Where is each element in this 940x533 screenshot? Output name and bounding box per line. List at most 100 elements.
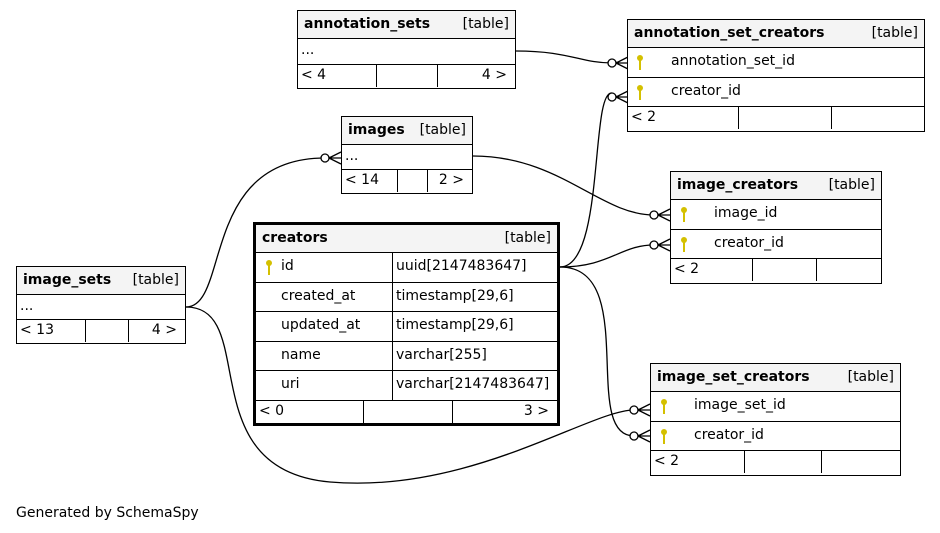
column-name: creator_id: [714, 234, 784, 251]
edge-annotation-creator: [559, 92, 613, 268]
table-footer: < 2: [671, 259, 881, 281]
table-row: ...: [298, 39, 515, 65]
edge-image-set-creator: [559, 266, 635, 437]
table-image-set-creators[interactable]: image_set_creators [table] image_set_id …: [650, 363, 901, 476]
column-type: uuid[2147483647]: [396, 258, 527, 274]
table-name: annotation_set_creators: [634, 25, 825, 41]
table-tag: [table]: [462, 16, 509, 32]
column-name: image_set_id: [694, 397, 786, 413]
column-name: id: [281, 258, 294, 274]
table-row: updated_at timestamp[29,6]: [256, 312, 557, 342]
table-footer: < 4 4 >: [298, 65, 515, 87]
table-header: annotation_sets [table]: [298, 11, 515, 39]
table-row: ...: [17, 295, 185, 320]
key-icon: [637, 84, 643, 100]
table-row: uri varchar[2147483647]: [256, 371, 557, 401]
crows-foot-optional-icon: [607, 92, 617, 102]
key-icon: [681, 236, 687, 252]
footer-parents: < 2: [674, 261, 700, 277]
table-footer: < 14 2 >: [342, 170, 472, 192]
collapsed-columns: ...: [301, 42, 315, 58]
table-tag: [table]: [871, 25, 918, 41]
table-tag: [table]: [419, 122, 466, 138]
table-row: created_at timestamp[29,6]: [256, 282, 557, 312]
key-icon: [266, 260, 272, 275]
table-footer: < 13 4 >: [17, 320, 185, 342]
column-name: annotation_set_id: [671, 53, 795, 69]
table-name: image_set_creators: [657, 369, 810, 385]
crows-foot-optional-icon: [649, 240, 659, 250]
table-creators[interactable]: creators [table] id uuid[2147483647] cre…: [253, 222, 560, 426]
footer-parents: < 2: [654, 453, 680, 469]
table-row: creator_id: [651, 422, 900, 451]
column-name: updated_at: [281, 317, 361, 333]
column-type: varchar[2147483647]: [396, 376, 550, 392]
key-icon: [661, 428, 667, 444]
key-icon: [661, 399, 667, 414]
table-images[interactable]: images [table] ... < 14 2 >: [341, 116, 473, 194]
crows-foot-optional-icon: [320, 153, 330, 163]
collapsed-columns: ...: [345, 148, 359, 164]
table-footer: < 0 3 >: [256, 400, 557, 423]
table-header: image_creators [table]: [671, 172, 881, 200]
footer-parents: < 2: [631, 109, 657, 125]
table-row: ...: [342, 145, 472, 170]
table-row: id uuid[2147483647]: [256, 253, 557, 283]
table-header: creators [table]: [256, 225, 557, 253]
table-footer: < 2: [628, 107, 924, 129]
footer-children: 4 >: [481, 67, 507, 83]
table-header: images [table]: [342, 117, 472, 145]
collapsed-columns: ...: [20, 298, 34, 314]
table-row: name varchar[255]: [256, 341, 557, 371]
key-icon: [681, 207, 687, 222]
edge-images-image-creators: [472, 155, 655, 216]
column-type: timestamp[29,6]: [396, 287, 514, 304]
column-name: name: [281, 346, 321, 363]
footer-parents: < 14: [345, 172, 379, 188]
table-row: image_id: [671, 200, 881, 230]
table-row: creator_id: [671, 230, 881, 259]
table-row: creator_id: [628, 78, 924, 107]
table-tag: [table]: [132, 272, 179, 288]
column-name: creator_id: [671, 82, 741, 99]
table-tag: [table]: [847, 369, 894, 385]
crows-foot-optional-icon: [629, 431, 639, 441]
table-header: image_set_creators [table]: [651, 364, 900, 392]
edge-image-creator: [559, 244, 655, 268]
table-image-creators[interactable]: image_creators [table] image_id creator_…: [670, 171, 882, 284]
table-tag: [table]: [828, 177, 875, 193]
table-name: annotation_sets: [304, 16, 431, 32]
crows-foot-optional-icon: [649, 210, 659, 220]
footer-parents: < 0: [259, 402, 285, 419]
footer-children: 4 >: [151, 322, 177, 338]
edge-image-sets-isc: [185, 306, 635, 484]
table-name: image_creators: [677, 177, 799, 193]
table-header: image_sets [table]: [17, 267, 185, 295]
table-row: annotation_set_id: [628, 48, 924, 78]
generator-credit: Generated by SchemaSpy: [16, 505, 199, 521]
column-name: creator_id: [694, 426, 764, 443]
column-type: varchar[255]: [396, 346, 487, 363]
footer-parents: < 13: [20, 322, 54, 338]
footer-children: 3 >: [523, 402, 549, 419]
table-name: images: [348, 122, 405, 138]
crows-foot-optional-icon: [629, 405, 639, 415]
table-annotation-sets[interactable]: annotation_sets [table] ... < 4 4 >: [297, 10, 516, 89]
key-icon: [637, 55, 643, 70]
table-name: image_sets: [23, 272, 112, 288]
edge-image-sets-images: [185, 157, 326, 308]
table-header: annotation_set_creators [table]: [628, 20, 924, 48]
table-row: image_set_id: [651, 392, 900, 422]
footer-parents: < 4: [301, 67, 327, 83]
table-name: creators: [262, 230, 328, 246]
table-footer: < 2: [651, 451, 900, 473]
footer-children: 2 >: [438, 172, 464, 188]
table-annotation-set-creators[interactable]: annotation_set_creators [table] annotati…: [627, 19, 925, 132]
column-name: created_at: [281, 287, 356, 304]
edge-annotation-sets: [515, 50, 613, 64]
table-image-sets[interactable]: image_sets [table] ... < 13 4 >: [16, 266, 186, 344]
column-name: image_id: [714, 205, 778, 221]
column-type: timestamp[29,6]: [396, 317, 514, 333]
crows-foot-optional-icon: [607, 58, 617, 68]
